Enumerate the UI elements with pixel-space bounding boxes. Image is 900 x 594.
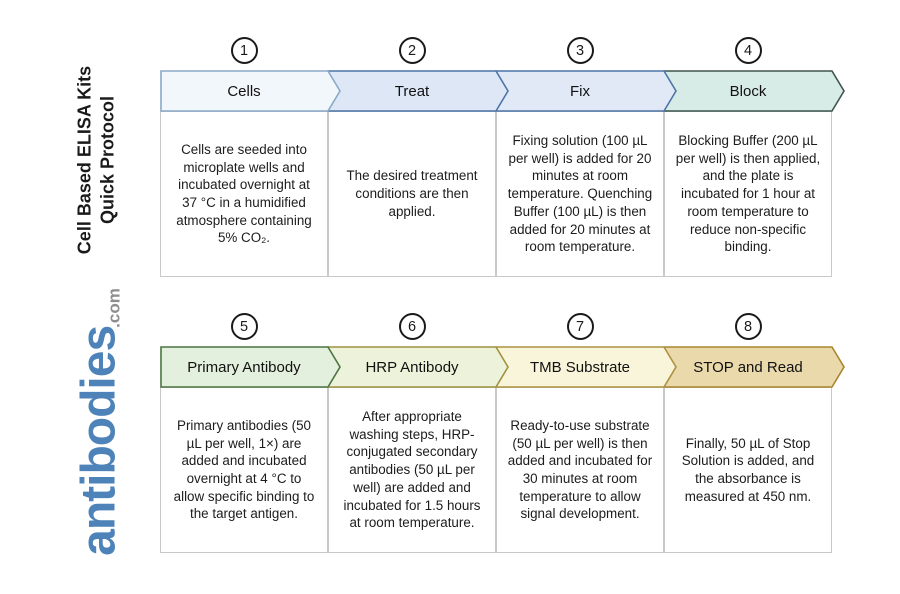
antibodies-logo: antibodies.com [72,288,127,556]
step-number-row: 5 6 7 8 [160,313,852,340]
chevron-arrows [160,346,845,388]
circle-cell: 7 [496,313,664,340]
step-description-text: Cells are seeded into microplate wells a… [176,141,312,246]
step-number-badge: 7 [566,313,594,340]
step-description: Fixing solution (100 µL per well) is add… [496,111,664,277]
step-arrow-band: Primary Antibody HRP Antibody TMB Substrat… [160,346,852,388]
step-number-row: 1 2 3 4 [160,37,852,64]
step-description: Blocking Buffer (200 µL per well) is the… [664,111,832,277]
page-title-line2: Quick Protocol [97,95,117,225]
chevron-arrow-shape [160,346,341,388]
step-arrow-band: Cells Treat Fix Block [160,70,852,112]
step-description: Cells are seeded into microplate wells a… [160,111,328,277]
step-label: STOP and Read [693,358,803,376]
circle-cell: 4 [664,37,832,64]
circle-cell: 8 [664,313,832,340]
step-number-badge: 8 [734,313,762,340]
circle-cell: 1 [160,37,328,64]
step-description-row: Primary antibodies (50 µL per well, 1×) … [160,387,852,553]
step-number-badge: 6 [398,313,426,340]
step-description: Ready-to-use substrate (50 µL per well) … [496,387,664,553]
circle-cell: 6 [328,313,496,340]
step-description-row: Cells are seeded into microplate wells a… [160,111,852,277]
step-number-badge: 2 [398,37,426,64]
step-number-badge: 5 [230,313,258,340]
step-label: Block [729,82,767,100]
circle-cell: 5 [160,313,328,340]
step-description: After appropriate washing steps, HRP-con… [328,387,496,553]
step-description-text: Finally, 50 µL of Stop Solution is added… [681,435,815,504]
chevron-arrow-shape [160,70,341,112]
circle-cell: 2 [328,37,496,64]
logo-wordmark: antibodies [72,325,126,556]
step-description: Finally, 50 µL of Stop Solution is added… [664,387,832,553]
step-description-text: Primary antibodies (50 µL per well, 1×) … [173,417,315,522]
step-description: Primary antibodies (50 µL per well, 1×) … [160,387,328,553]
step-number-badge: 4 [734,37,762,64]
step-number-badge: 3 [566,37,594,64]
step-description-text: After appropriate washing steps, HRP-con… [343,409,481,531]
step-label: Primary Antibody [187,358,301,376]
page-title-line1: Cell Based ELISA Kits [74,65,95,255]
step-label: Fix [570,82,590,100]
chevron-arrows [160,70,845,112]
step-number-badge: 1 [230,37,258,64]
step-description-text: Fixing solution (100 µL per well) is add… [507,133,653,255]
step-description: The desired treatment conditions are the… [328,111,496,277]
step-label: Treat [394,82,430,100]
step-label: HRP Antibody [365,358,459,376]
step-description-text: Blocking Buffer (200 µL per well) is the… [675,133,821,255]
step-description-text: The desired treatment conditions are the… [346,168,478,219]
circle-cell: 3 [496,37,664,64]
page-title: Cell Based ELISA Kits Quick Protocol [74,66,119,254]
step-label: TMB Substrate [529,358,631,376]
step-description-text: Ready-to-use substrate (50 µL per well) … [507,417,653,522]
logo-domain-suffix: .com [104,288,124,328]
step-label: Cells [227,82,261,100]
